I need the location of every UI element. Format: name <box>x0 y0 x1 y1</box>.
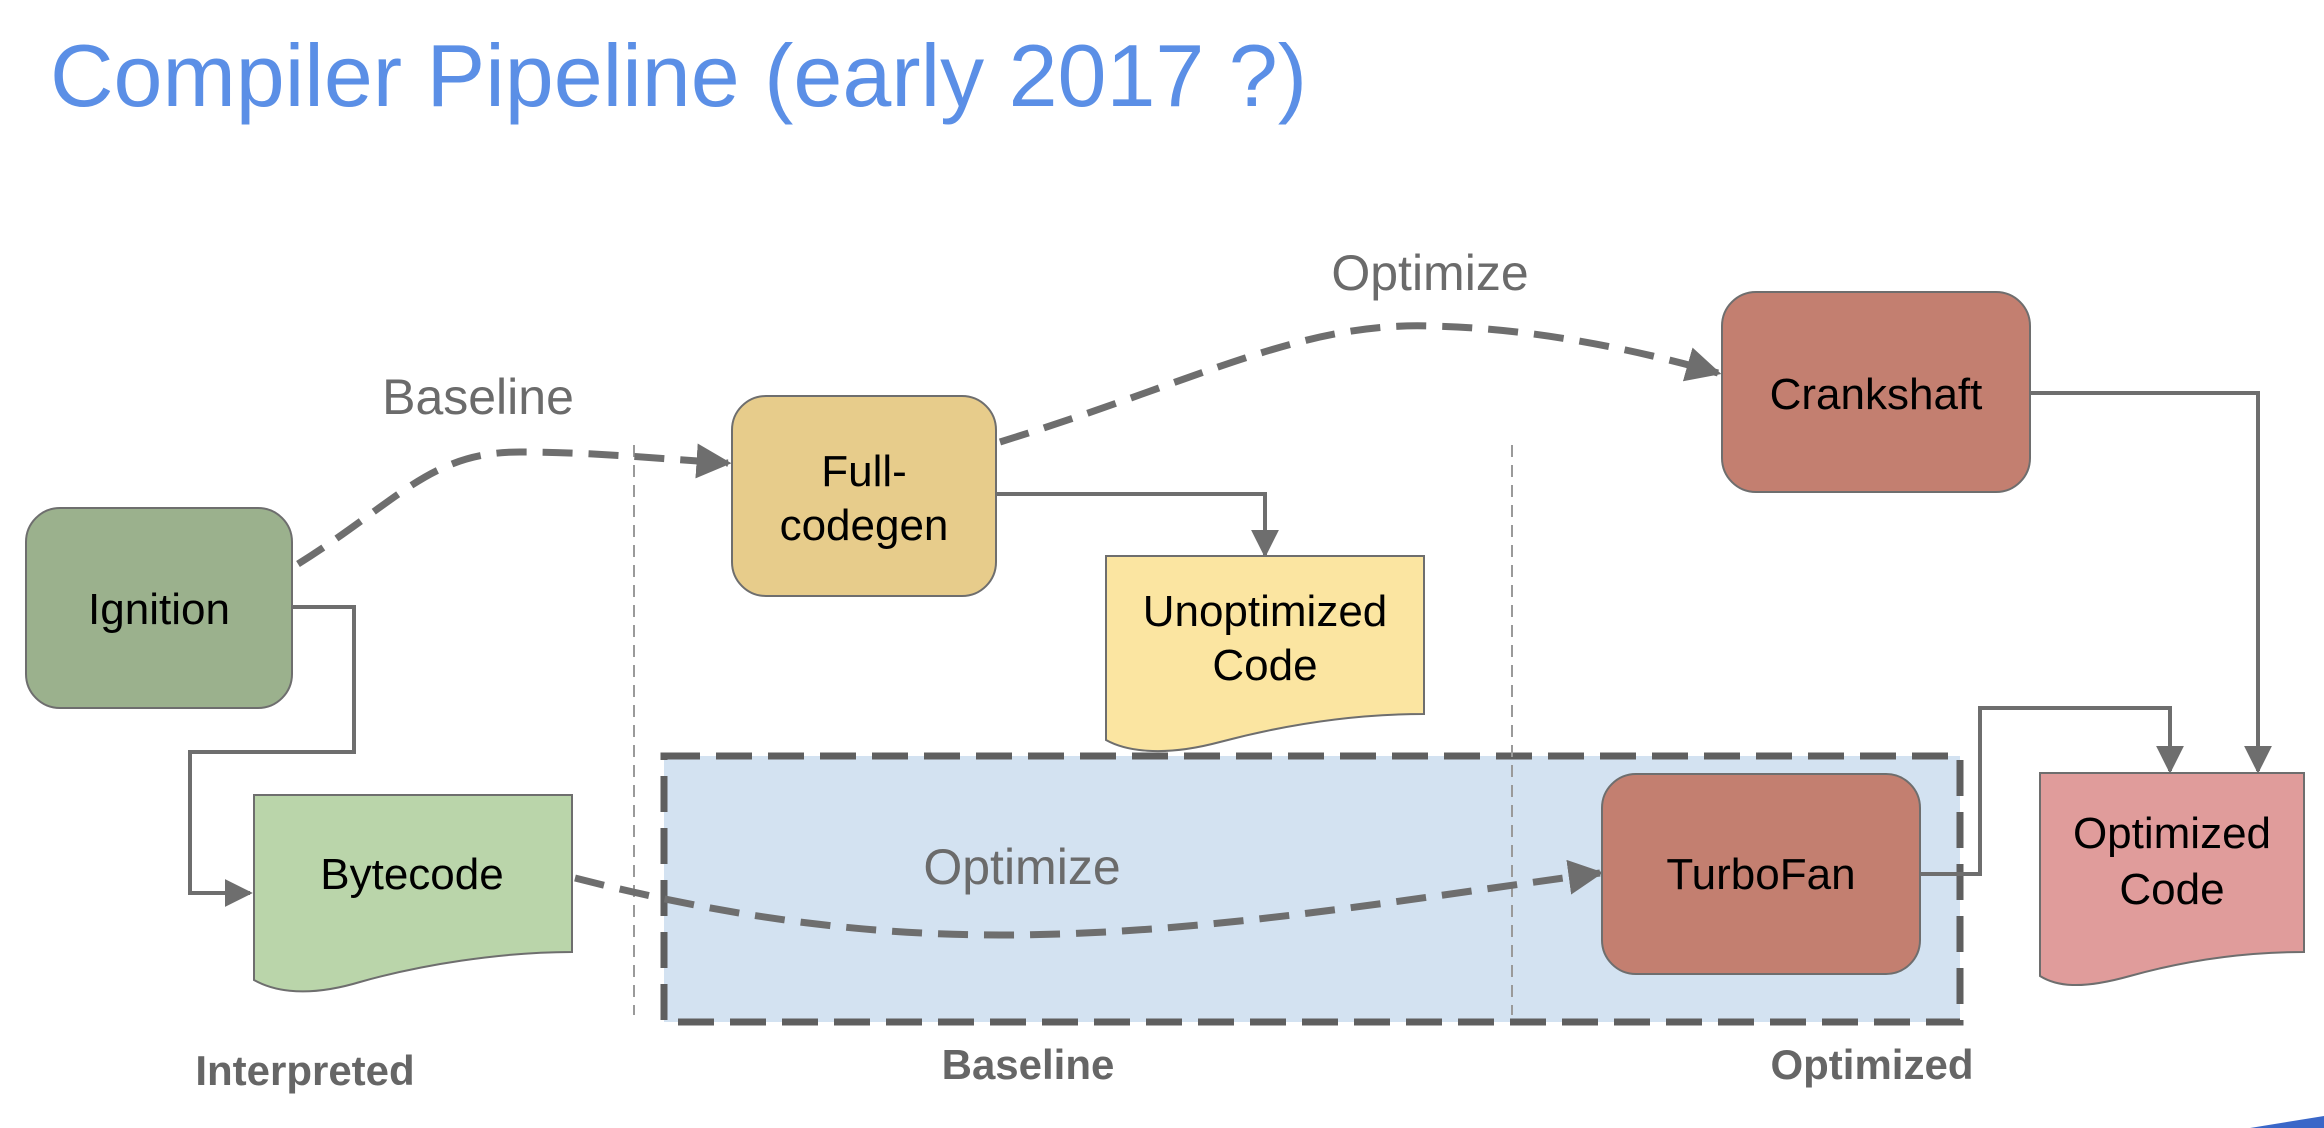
ignition-label: Ignition <box>88 585 230 634</box>
baseline-arrow <box>296 443 732 567</box>
turbofan-to-optimized-arrow <box>1920 706 2184 876</box>
optimized-label-line1: Optimized <box>2073 809 2271 858</box>
optimize-top-edge-label: Optimize <box>1331 245 1528 301</box>
optimize-bottom-edge-label: Optimize <box>923 839 1120 895</box>
optimized-code-node <box>2039 772 2305 986</box>
turbofan-node <box>1601 773 1921 975</box>
crankshaft-to-optimized-arrow <box>2030 391 2272 774</box>
fullcodegen-to-unoptimized-arrow <box>996 492 1279 558</box>
bytecode-node <box>253 794 573 993</box>
corner-accent <box>2250 1116 2324 1128</box>
ignition-to-bytecode-arrow <box>188 605 356 907</box>
fullcodegen-label-line2: codegen <box>780 501 949 550</box>
zone-label-interpreted: Interpreted <box>195 1047 414 1094</box>
unoptimized-label-line2: Code <box>1212 641 1317 690</box>
crankshaft-node <box>1721 291 2031 493</box>
unoptimized-label-line1: Unoptimized <box>1143 587 1388 636</box>
page-title: Compiler Pipeline (early 2017 ?) <box>50 26 1307 125</box>
crankshaft-label: Crankshaft <box>1770 370 1983 419</box>
optimized-label-line2: Code <box>2119 865 2224 914</box>
zone-label-optimized: Optimized <box>1770 1041 1973 1088</box>
zone-label-baseline: Baseline <box>942 1041 1115 1088</box>
bytecode-label: Bytecode <box>320 850 503 899</box>
fullcodegen-node <box>731 395 997 597</box>
optimize-bottom-arrow <box>574 859 1604 939</box>
baseline-edge-label: Baseline <box>382 369 574 425</box>
turbofan-label: TurboFan <box>1666 850 1855 899</box>
optimize-top-arrow <box>998 322 1722 446</box>
fullcodegen-label-line1: Full- <box>821 447 907 496</box>
unoptimized-code-node <box>1105 555 1425 753</box>
ignition-node <box>25 507 293 709</box>
